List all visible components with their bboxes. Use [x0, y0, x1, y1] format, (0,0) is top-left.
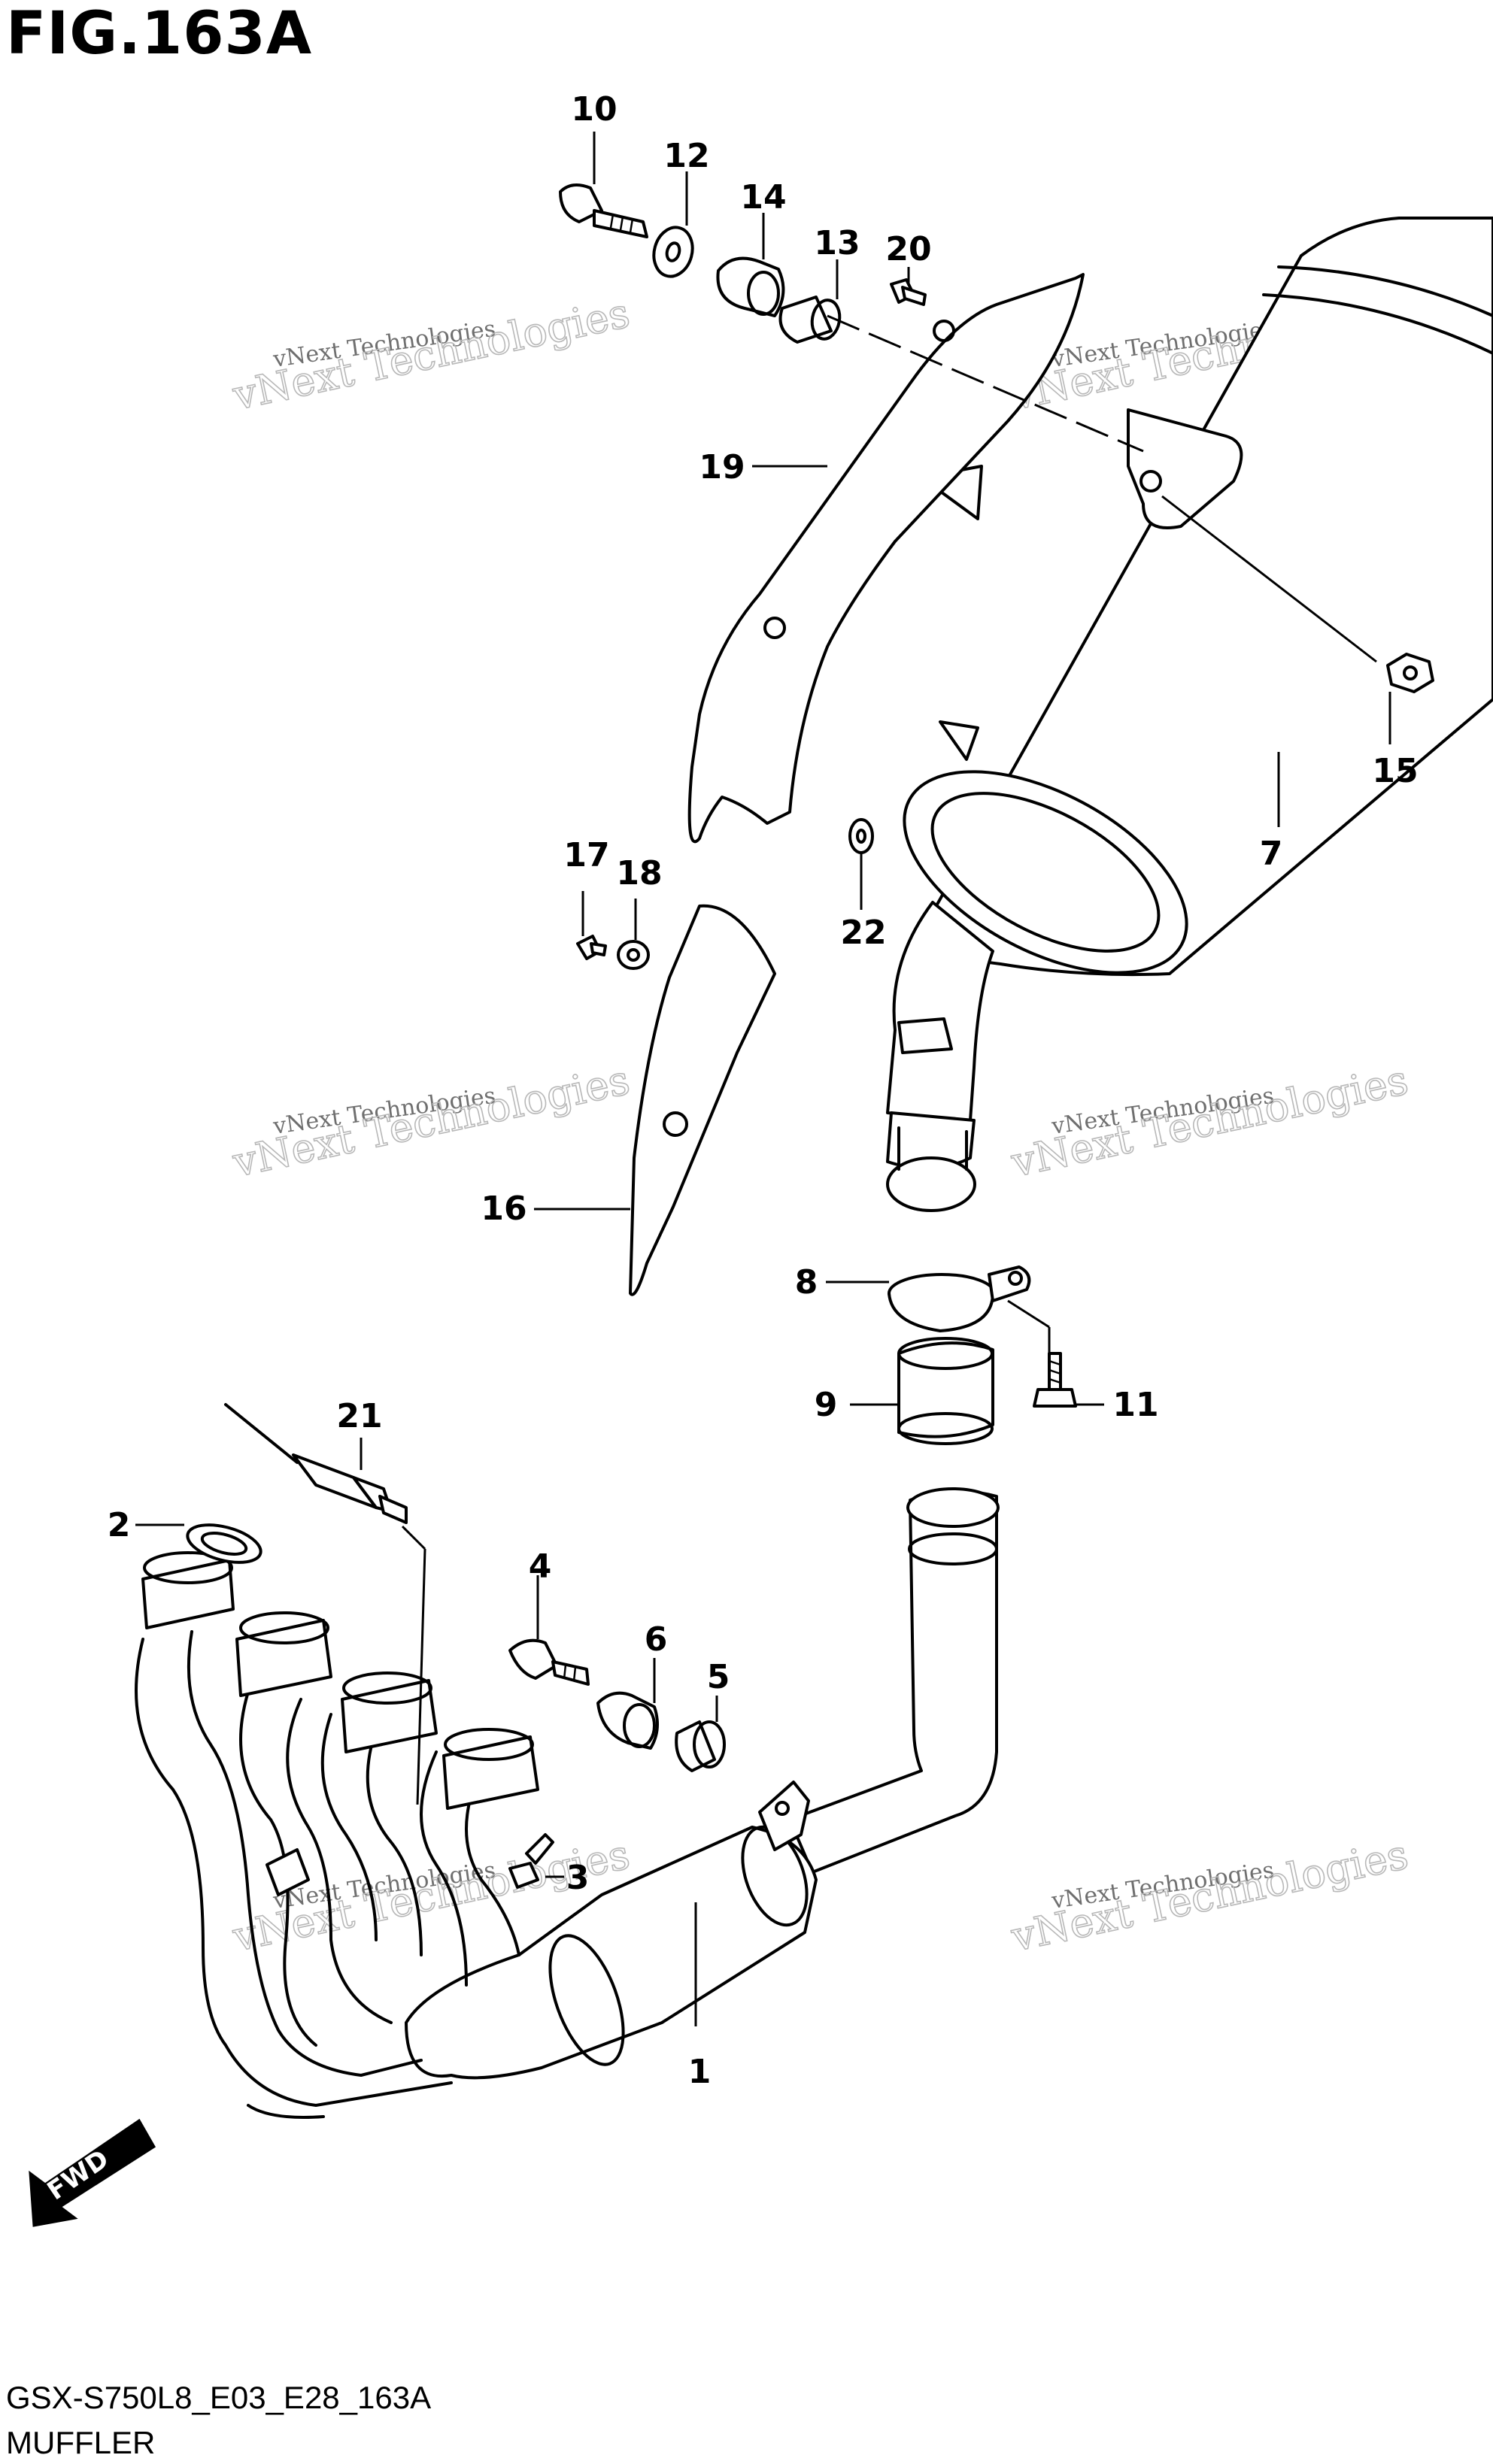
oxygen-sensor-part: [224, 1403, 408, 1524]
leader-lines: [135, 132, 1391, 2026]
diagram-code: GSX-S750L8_E03_E28_163A: [6, 2380, 432, 2415]
figure-title: FIG.163A: [6, 0, 313, 68]
callout-5: 5: [707, 1658, 730, 1696]
shield-screw-part: [576, 935, 607, 960]
callout-12: 12: [663, 137, 709, 175]
gasket-sleeve-part: [897, 1337, 994, 1445]
watermark-mid-right: vNext Technologies vNext Technologies: [1006, 1056, 1413, 1187]
watermark-mid-left: vNext Technologies vNext Technologies: [228, 1056, 634, 1187]
callout-14: 14: [740, 178, 786, 217]
callout-10: 10: [571, 90, 617, 129]
heat-shield-upper-part: [687, 273, 1085, 844]
callout-13: 13: [814, 224, 860, 262]
hanger-bolt-part: [508, 1638, 590, 1686]
watermark-bottom-right: vNext Technologies vNext Technologies: [1006, 1830, 1413, 1962]
bracket-bolt-part: [508, 1833, 554, 1889]
callout-4: 4: [529, 1547, 552, 1586]
callout-8: 8: [795, 1263, 818, 1302]
nut-part: [1386, 653, 1434, 693]
clamp-bolt-part: [1033, 1352, 1077, 1408]
callout-2: 2: [108, 1506, 131, 1544]
callout-22: 22: [840, 914, 886, 952]
callout-15: 15: [1372, 752, 1418, 790]
heat-shield-lower-part: [629, 904, 776, 1296]
watermark-top-left: vNext Technologies vNext Technologies: [228, 289, 634, 420]
rubber-cushion-part: [716, 256, 785, 317]
fwd-label: FWD: [42, 2144, 114, 2206]
clamp-part: [888, 1265, 1031, 1332]
callout-18: 18: [616, 854, 662, 893]
callout-11: 11: [1112, 1386, 1158, 1424]
washer-part: [652, 226, 694, 278]
muffler-inlet-pipe: [886, 901, 994, 1212]
muffler-body-part: [903, 217, 1493, 977]
exhaust-pipe-assembly-part: [135, 1487, 1000, 2119]
callout-labels: 10 12 14 13 20 19 15 7 17 18 22 16 8 9 1…: [108, 90, 1419, 2091]
muffler-nut-part: [848, 818, 874, 854]
collar-part: [778, 295, 842, 344]
callout-1: 1: [688, 2053, 712, 2091]
callout-16: 16: [481, 1190, 526, 1228]
small-screw-part: [890, 278, 927, 306]
callout-6: 6: [645, 1620, 668, 1659]
callout-17: 17: [563, 836, 609, 874]
shield-washer-part: [617, 940, 650, 970]
hanger-cushion-part: [596, 1691, 659, 1750]
callout-21: 21: [336, 1397, 382, 1435]
mounting-bolt-part: [559, 183, 648, 238]
hanger-collar-part: [675, 1720, 726, 1772]
callout-9: 9: [815, 1386, 838, 1424]
callout-19: 19: [699, 448, 745, 486]
forward-direction-arrow-icon: FWD: [29, 2118, 156, 2227]
exhaust-gasket-part: [186, 1523, 262, 1564]
diagram-name: MUFFLER: [6, 2425, 156, 2460]
callout-7: 7: [1260, 835, 1283, 873]
callout-3: 3: [566, 1859, 590, 1897]
callout-20: 20: [885, 230, 931, 268]
